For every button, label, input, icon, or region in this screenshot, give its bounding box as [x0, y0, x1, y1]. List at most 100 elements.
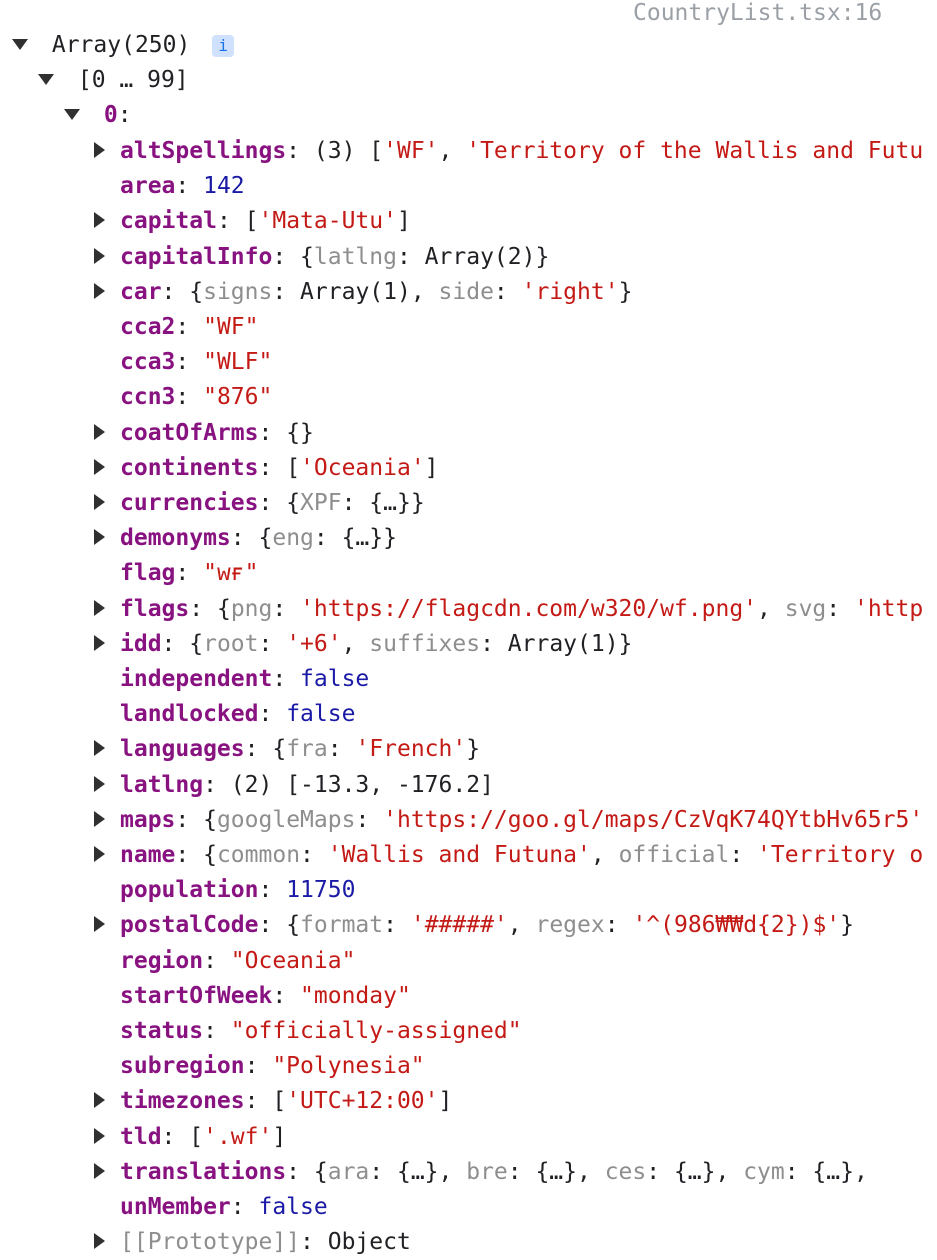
index-row[interactable]: 0: [64, 98, 937, 133]
property-row-landlocked: landlocked: false [94, 697, 885, 732]
property-value-part: fra [286, 736, 328, 763]
property-key: languages [120, 736, 245, 763]
property-key: subregion [120, 1053, 245, 1080]
property-key: [[Prototype]] [120, 1229, 301, 1256]
property-key: capital [120, 208, 217, 235]
property-value-part: : [826, 595, 854, 622]
property-value-part: bre [466, 1158, 508, 1185]
expand-triangle-icon[interactable] [94, 838, 120, 873]
property-colon: : [175, 842, 204, 868]
property-row-maps[interactable]: maps: {googleMaps: 'https://goo.gl/maps/… [94, 803, 923, 838]
property-value-part: Object [327, 1229, 411, 1256]
property-value-part: false [300, 666, 370, 692]
property-value-part: { [189, 630, 204, 657]
property-row-continents[interactable]: continents: ['Oceania'] [94, 451, 885, 486]
property-row-timezones[interactable]: timezones: ['UTC+12:00'] [94, 1084, 885, 1119]
property-value-part: 'http [853, 595, 924, 622]
property-row-idd[interactable]: idd: {root: '+6', suffixes: Array(1)} [94, 627, 885, 662]
array-header-row[interactable]: Array(250) i [12, 28, 937, 63]
property-colon: : [216, 208, 245, 235]
property-value-part: "876" [203, 384, 273, 411]
property-value-part: "Oceania" [230, 947, 356, 974]
expand-triangle-icon[interactable] [94, 803, 120, 838]
property-value-part: "Polynesia" [272, 1053, 425, 1080]
expand-triangle-icon[interactable] [94, 768, 120, 803]
expand-triangle-icon[interactable] [94, 416, 120, 451]
property-value-part: : [729, 842, 758, 868]
expand-triangle-icon[interactable] [94, 592, 120, 627]
property-colon: : [175, 560, 204, 587]
expand-triangle-icon[interactable] [94, 1120, 120, 1155]
expand-triangle-icon[interactable] [94, 521, 120, 556]
property-row-capital[interactable]: capital: ['Mata-Utu'] [94, 204, 885, 239]
property-value-part: 142 [203, 173, 245, 200]
expand-triangle-icon[interactable] [64, 98, 90, 133]
property-value-part: [ [244, 208, 259, 235]
property-colon: : [300, 1229, 328, 1256]
expand-triangle-icon[interactable] [94, 486, 120, 521]
property-row-name[interactable]: name: {common: 'Wallis and Futuna', offi… [94, 838, 923, 873]
expand-triangle-icon[interactable] [94, 908, 120, 943]
property-colon: : [244, 736, 273, 763]
property-value-part: svg [784, 595, 827, 622]
property-value-part: : [258, 630, 287, 657]
property-key: tld [120, 1123, 162, 1150]
property-value-part: [ [189, 1123, 204, 1150]
property-value-part: : [327, 736, 356, 763]
property-colon: : [175, 384, 204, 411]
property-row-capitalinfo[interactable]: capitalInfo: {latlng: Array(2)} [94, 240, 885, 275]
property-row-prototype[interactable]: [[Prototype]]: Object [94, 1225, 885, 1260]
property-row-population: population: 11750 [94, 873, 885, 908]
property-value-part: "ᴡғ" [203, 560, 259, 587]
property-row-translations[interactable]: translations: {ara: {…}, bre: {…}, ces: … [94, 1155, 885, 1190]
property-value-part: 'Oceania' [300, 454, 425, 481]
property-row-demonyms[interactable]: demonyms: {eng: {…}} [94, 521, 885, 556]
property-value-part: {} [286, 419, 314, 446]
expand-triangle-icon[interactable] [94, 1084, 120, 1119]
property-value-part: regex [535, 912, 605, 939]
property-value-part: , [341, 630, 370, 657]
property-row-flags[interactable]: flags: {png: 'https://flagcdn.com/w320/w… [94, 592, 923, 627]
property-value-part: false [286, 701, 356, 728]
property-key: population [120, 877, 259, 904]
property-row-car[interactable]: car: {signs: Array(1), side: 'right'} [94, 275, 885, 310]
property-key: idd [120, 630, 162, 657]
property-value-part: { [203, 806, 217, 833]
property-value-part: latlng [313, 243, 397, 270]
property-row-latlng[interactable]: latlng: (2) [-13.3, -176.2] [94, 768, 885, 803]
expand-triangle-icon[interactable] [94, 275, 120, 310]
source-link[interactable]: CountryList.tsx:16 [633, 0, 883, 26]
expand-triangle-icon[interactable] [94, 204, 120, 239]
expand-triangle-icon[interactable] [94, 240, 120, 275]
property-colon: : [230, 1194, 259, 1220]
property-colon: : [203, 1018, 231, 1044]
property-row-subregion: subregion: "Polynesia" [94, 1049, 885, 1084]
property-value-part: '#####' [410, 912, 508, 939]
property-row-postalcode[interactable]: postalCode: {format: '#####', regex: '^(… [94, 908, 885, 943]
expand-triangle-icon[interactable] [94, 627, 120, 662]
property-value-part: : [355, 806, 384, 833]
property-colon: : [258, 490, 287, 516]
property-row-tld[interactable]: tld: ['.wf'] [94, 1120, 885, 1155]
property-row-currencies[interactable]: currencies: {XPF: {…}} [94, 486, 885, 521]
expand-triangle-icon[interactable] [94, 451, 120, 486]
expand-triangle-icon[interactable] [38, 63, 64, 98]
property-value-part: suffixes [369, 630, 481, 657]
expand-triangle-icon[interactable] [94, 732, 120, 767]
info-icon[interactable]: i [212, 34, 235, 57]
property-row-cca3: cca3: "WLF" [94, 345, 885, 380]
property-colon: : [175, 173, 204, 200]
property-key: translations [120, 1158, 287, 1185]
expand-triangle-icon[interactable] [94, 1155, 120, 1190]
array-header: Array(250) [51, 32, 191, 58]
property-row-languages[interactable]: languages: {fra: 'French'} [94, 732, 885, 767]
property-key: postalCode [120, 912, 259, 939]
property-colon: : [244, 1088, 273, 1115]
property-row-altspellings[interactable]: altSpellings: (3) ['WF', 'Territory of t… [94, 134, 923, 169]
expand-triangle-icon[interactable] [12, 28, 38, 63]
property-row-coatofarms[interactable]: coatOfArms: {} [94, 416, 885, 451]
expand-triangle-icon[interactable] [94, 134, 120, 169]
range-row[interactable]: [0 … 99] [38, 63, 937, 98]
property-value-part: "officially-assigned" [230, 1018, 522, 1044]
expand-triangle-icon[interactable] [94, 1225, 120, 1260]
